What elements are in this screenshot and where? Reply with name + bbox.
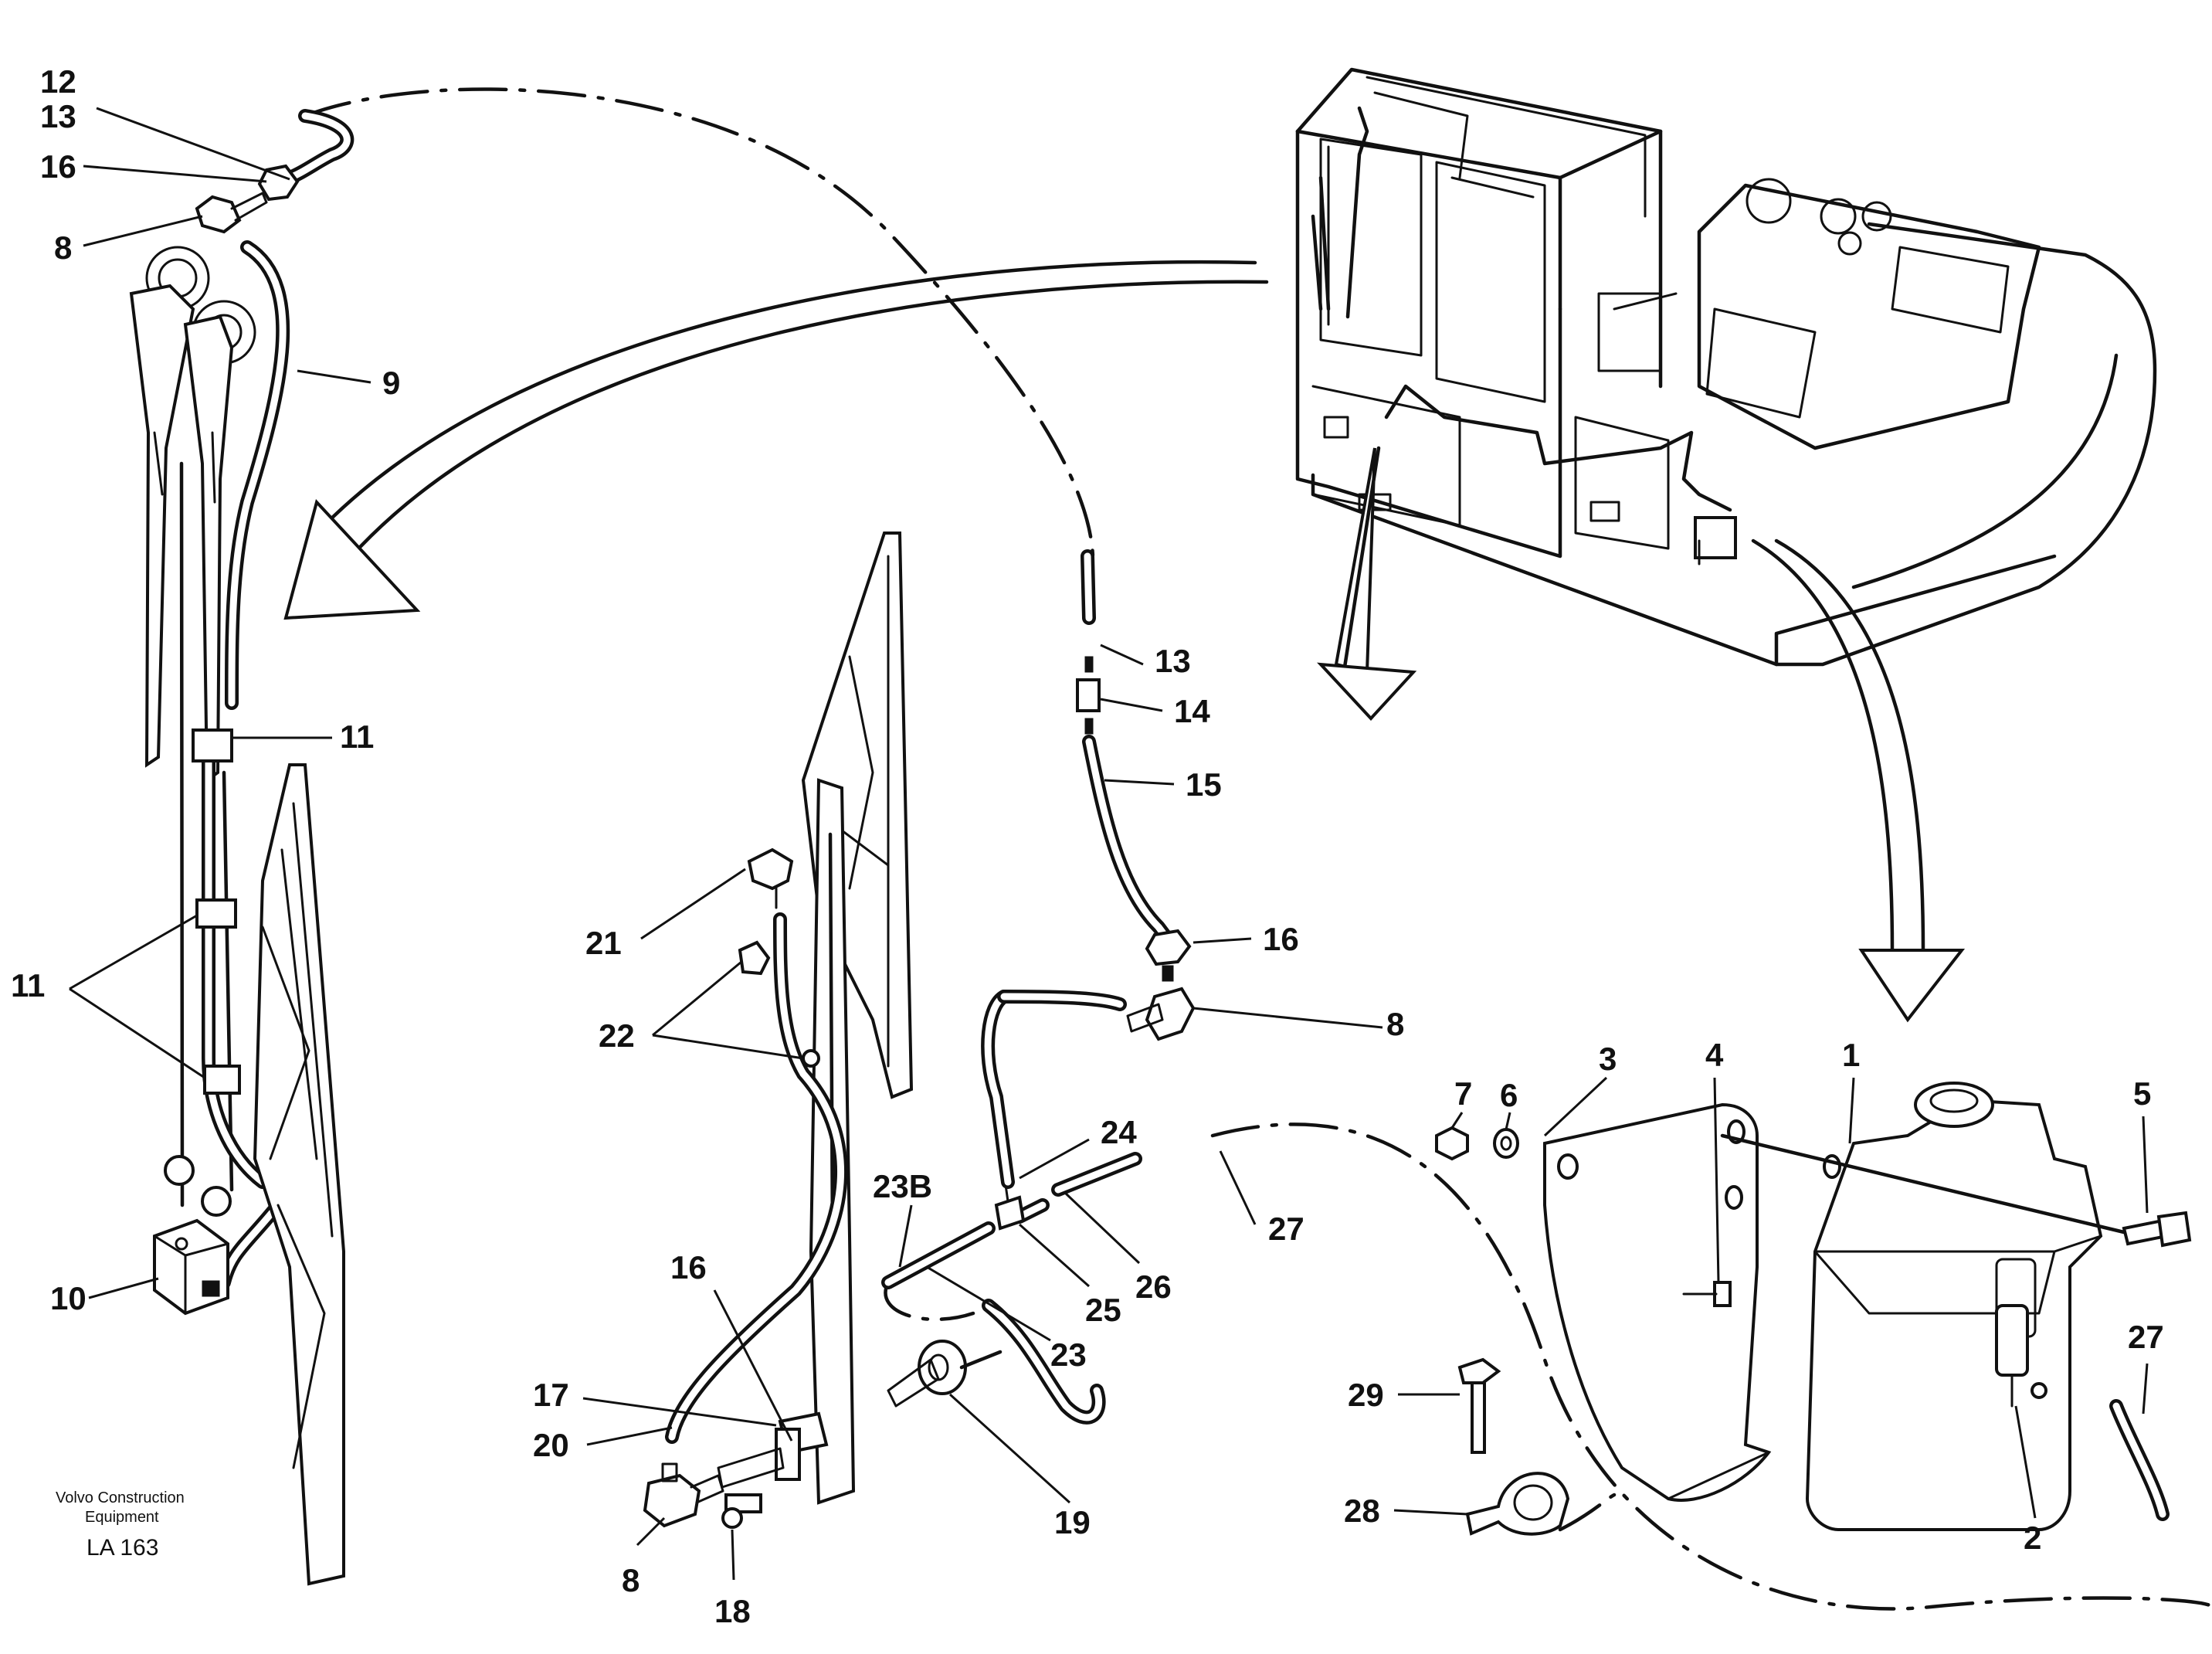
- flow-paths: [303, 87, 2212, 1611]
- callout-22: 22: [599, 1017, 635, 1054]
- callout-14: 14: [1174, 693, 1210, 729]
- callout-4: 4: [1705, 1037, 1724, 1073]
- callout-27: 27: [2128, 1319, 2164, 1355]
- callout-16: 16: [1263, 921, 1299, 957]
- callout-15: 15: [1186, 766, 1222, 803]
- callout-1: 1: [1842, 1037, 1860, 1073]
- drawing-caption: Volvo Construction Equipment LA 163: [56, 1489, 185, 1561]
- company-name-line1: Volvo Construction: [56, 1489, 185, 1506]
- callout-13: 13: [40, 98, 76, 134]
- callout-3: 3: [1599, 1041, 1617, 1077]
- callout-9: 9: [382, 365, 400, 401]
- callout-26: 26: [1135, 1269, 1172, 1305]
- callout-6: 6: [1500, 1077, 1518, 1113]
- callout-5: 5: [2133, 1075, 2151, 1112]
- callout-17: 17: [533, 1377, 569, 1413]
- excavator-cab-overview: [1295, 67, 2157, 667]
- callout-13: 13: [1155, 643, 1191, 679]
- callout-16: 16: [670, 1249, 707, 1286]
- callout-20: 20: [533, 1427, 569, 1463]
- drawing-code: LA 163: [87, 1535, 158, 1561]
- callout-8: 8: [54, 229, 72, 266]
- callout-23: 23: [1050, 1336, 1087, 1373]
- callout-18: 18: [714, 1593, 751, 1629]
- company-name-line2: Equipment: [85, 1509, 159, 1526]
- callout-28: 28: [1344, 1493, 1380, 1529]
- callout-11: 11: [11, 967, 45, 1004]
- washer-reservoir-assembly: [1435, 1082, 2192, 1536]
- callout-19: 19: [1054, 1504, 1091, 1540]
- callout-11: 11: [340, 718, 374, 755]
- pointer-arrows: [283, 260, 1966, 1023]
- callout-2: 2: [2024, 1520, 2041, 1556]
- callout-27: 27: [1268, 1211, 1304, 1247]
- callout-8: 8: [1386, 1006, 1404, 1042]
- leader-lines: [69, 107, 2149, 1581]
- callout-8: 8: [622, 1562, 640, 1598]
- callout-29: 29: [1348, 1377, 1384, 1413]
- front-wiper-assembly: [129, 109, 355, 1586]
- rear-wiper-assembly: [643, 532, 1196, 1529]
- callout-21: 21: [585, 925, 622, 961]
- callout-12: 12: [40, 63, 76, 100]
- callout-10: 10: [50, 1280, 87, 1316]
- callout-24: 24: [1101, 1114, 1137, 1150]
- callout-7: 7: [1454, 1075, 1472, 1112]
- callout-23B: 23B: [873, 1168, 932, 1204]
- callout-labels: 12 13 16 8 9 11 11 10 13 14 15 16 8 21 2…: [11, 63, 2164, 1629]
- callout-25: 25: [1085, 1292, 1121, 1328]
- callout-16: 16: [40, 148, 76, 185]
